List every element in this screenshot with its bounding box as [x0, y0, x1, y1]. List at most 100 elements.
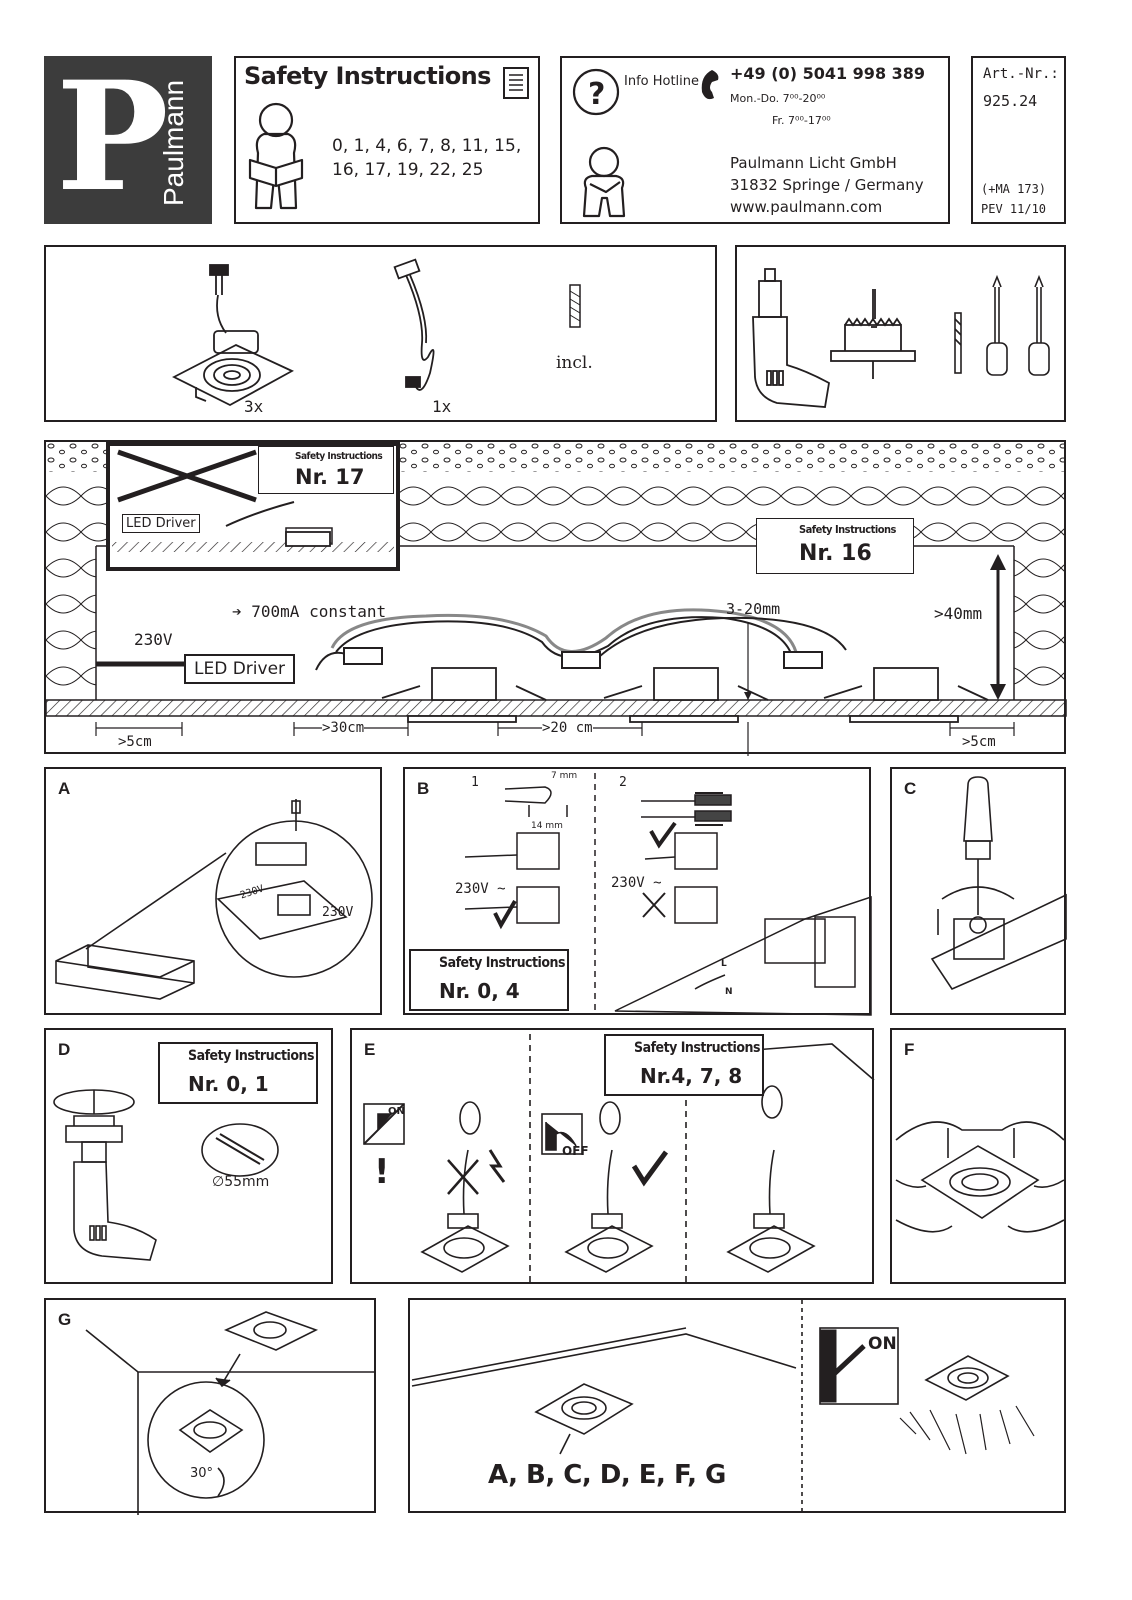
dist-edge-left: >5cm [118, 734, 152, 750]
panel-letter: A [58, 779, 71, 798]
panel-g: G 30° [44, 1298, 376, 1515]
height-label: >40mm [934, 604, 983, 623]
safety-ref-0-4: Safety Instructions Nr. 0, 4 [409, 949, 569, 1011]
safety-ref-number: Nr. 0, 4 [439, 979, 520, 1003]
safety-ref-title: Safety Instructions [295, 451, 383, 462]
reading-person-icon [248, 102, 304, 210]
led-driver-inset-label: LED Driver [122, 514, 200, 533]
tools-needed [735, 245, 1066, 422]
company-website[interactable]: www.paulmann.com [730, 198, 883, 216]
safety-ref-0-1: Safety Instructions Nr. 0, 1 [158, 1042, 318, 1104]
dist-edge-right: >5cm [962, 734, 996, 750]
installed-light-drawing [411, 1300, 1035, 1515]
brand-logo: P Paulmann [44, 52, 212, 224]
dist-lights: >20 cm [542, 720, 593, 736]
panel-letter: F [904, 1040, 915, 1059]
strip-length-14mm: 14 mm [531, 821, 563, 831]
document-icon [503, 67, 529, 99]
switch-off-label: OFF [562, 1144, 589, 1158]
strip-length-7mm: 7 mm [551, 771, 578, 781]
qty-driver: 1x [432, 397, 452, 416]
depth-label: 3-20mm [726, 600, 781, 618]
switch-on-label: ON [388, 1106, 405, 1117]
panel-letter: B [417, 779, 430, 798]
safety-ref-number: Nr. 0, 1 [188, 1072, 269, 1096]
panel-e: E [350, 1028, 875, 1284]
logo-name: Paulmann [158, 79, 189, 206]
panel-c: C [890, 767, 1067, 1015]
final-switch-on-label: ON [868, 1334, 897, 1354]
hole-saw-icon [830, 289, 916, 379]
hole-diameter-label: ∅55mm [212, 1174, 270, 1190]
safety-ref-16: Safety Instructions Nr. 16 [756, 518, 914, 574]
downlight-square-icon [172, 258, 581, 407]
screwdriver-icon [986, 274, 1050, 376]
steps-summary: A, B, C, D, E, F, G [488, 1460, 726, 1490]
logo-letter: P [56, 49, 169, 225]
panel-letter: G [58, 1310, 72, 1329]
article-box: Art.-Nr.: 925.24 (+MA 173) PEV 11/10 [971, 56, 1066, 224]
voltage-label-2: 230V ~ [611, 875, 662, 891]
wire-strip-drawing [464, 773, 872, 1016]
hole-drilling-drawing [53, 1089, 279, 1261]
step-1: 1 [471, 775, 479, 790]
panel-a: A 230V 230V [44, 767, 382, 1015]
safety-numbers-line2: 16, 17, 19, 22, 25 [332, 160, 484, 180]
safety-ref-title: Safety Instructions [188, 1048, 314, 1064]
mains-voltage-label: 230V [134, 630, 173, 649]
incl-label: incl. [556, 353, 593, 373]
company-name: Paulmann Licht GmbH [730, 154, 897, 172]
hotline-box: ? Info Hotline +49 (0) 5041 998 389 Mon.… [560, 56, 950, 224]
safety-instructions-box: Safety Instructions 0, 1, 4, 6, 7, 8, 11… [234, 56, 540, 224]
led-driver-cable-icon [393, 258, 435, 391]
input-voltage-label: 230V [322, 905, 354, 920]
spring-clip-insertion-drawing [895, 1121, 1065, 1233]
article-pev: PEV 11/10 [981, 202, 1047, 216]
installation-diagram: Safety Instructions Nr. 17 LED Driver Sa… [44, 440, 1067, 756]
safety-ref-17: Safety Instructions Nr. 17 [258, 446, 394, 494]
constant-current-label: ➔ 700mA constant [232, 602, 387, 621]
live-label: L [721, 959, 727, 969]
final-panel: ON A, B, C, D, E, F, G [408, 1298, 1066, 1515]
safety-ref-title: Safety Instructions [634, 1040, 760, 1056]
hotline-hours-weekdays: Mon.-Do. 7⁰⁰-20⁰⁰ [730, 92, 826, 105]
safety-ref-title: Safety Instructions [439, 955, 565, 971]
panel-d: D Safety Instructions Nr. 0, 1 ∅55mm [44, 1028, 333, 1284]
drill-icon [752, 268, 1050, 408]
safety-ref-number: Nr. 17 [295, 465, 365, 489]
hotline-hours-friday: Fr. 7⁰⁰-17⁰⁰ [772, 114, 831, 127]
safety-ref-number: Nr.4, 7, 8 [640, 1064, 743, 1088]
safety-ref-number: Nr. 16 [799, 541, 872, 566]
package-contents: 3x 1x incl. [44, 245, 717, 422]
hotline-phone[interactable]: +49 (0) 5041 998 389 [730, 64, 926, 83]
step-2: 2 [619, 775, 627, 790]
safety-numbers-line1: 0, 1, 4, 6, 7, 8, 11, 15, [332, 136, 522, 156]
safety-ref-title: Safety Instructions [799, 523, 896, 536]
safety-ref-4-7-8: Safety Instructions Nr.4, 7, 8 [604, 1034, 764, 1096]
led-driver-label: LED Driver [184, 654, 296, 684]
driver-terminal-drawing [55, 799, 373, 1000]
question-person-icon: ? [572, 68, 719, 218]
panel-b: B 1 2 7 mm 14 mm 230V ~ 230V ~ L [403, 767, 872, 1016]
rotation-drawing [85, 1311, 376, 1515]
connector-drawing [363, 1034, 875, 1282]
article-label: Art.-Nr.: [983, 66, 1059, 82]
article-ma: (+MA 173) [981, 182, 1047, 196]
screw-terminal-icon [569, 284, 581, 328]
panel-letter: D [58, 1040, 71, 1059]
warning-mark: ! [374, 1152, 390, 1192]
dist-driver: >30cm [322, 720, 365, 736]
qty-lights: 3x [244, 397, 264, 416]
company-address: 31832 Springe / Germany [730, 176, 924, 194]
hotline-label: Info Hotline [624, 74, 700, 89]
panel-letter: E [364, 1040, 376, 1059]
neutral-label: N [725, 987, 733, 997]
panel-letter: C [904, 779, 917, 798]
voltage-label-1: 230V ~ [455, 881, 506, 897]
rotation-angle-label: 30° [190, 1466, 214, 1481]
wiring-drawing [45, 442, 1067, 756]
drill-bit-icon [954, 312, 962, 374]
safety-title: Safety Instructions [244, 62, 491, 90]
svg-text:?: ? [588, 77, 605, 112]
strain-relief-drawing [930, 776, 1067, 991]
